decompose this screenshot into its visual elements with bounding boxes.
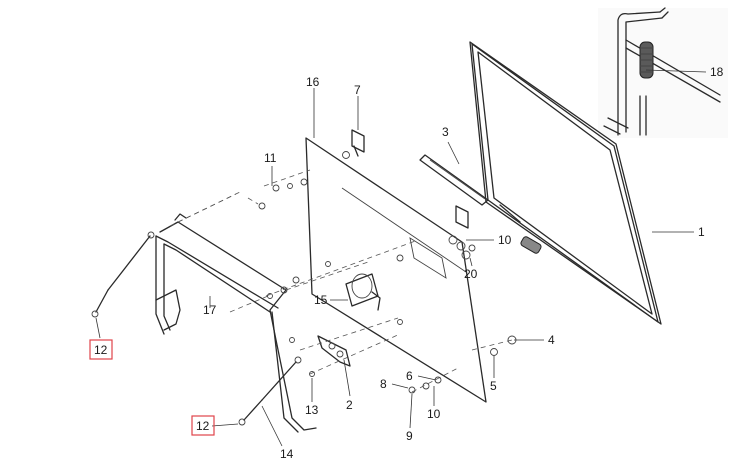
callout-5: 5 bbox=[490, 379, 497, 393]
inset-detail bbox=[598, 7, 728, 138]
callout-17: 17 bbox=[203, 303, 217, 317]
bracket bbox=[317, 335, 351, 367]
highlight-box-12-left bbox=[89, 339, 113, 360]
callout-7: 7 bbox=[354, 83, 361, 97]
highlight-box-12-right bbox=[191, 415, 215, 436]
callout-10-upper: 10 bbox=[498, 233, 512, 247]
callout-14: 14 bbox=[280, 447, 294, 461]
callout-6: 6 bbox=[406, 369, 413, 383]
gas-strut-right bbox=[238, 356, 302, 426]
callout-12-right: 12 bbox=[196, 419, 210, 433]
callout-10-lower: 10 bbox=[427, 407, 441, 421]
callout-9: 9 bbox=[406, 429, 413, 443]
tube-frame bbox=[155, 213, 317, 433]
callout-18: 18 bbox=[710, 65, 724, 79]
glass-panel bbox=[305, 137, 487, 403]
callout-20: 20 bbox=[464, 267, 478, 281]
callout-15: 15 bbox=[314, 293, 328, 307]
callout-1: 1 bbox=[698, 225, 705, 239]
assembly-lines bbox=[169, 169, 513, 393]
callout-16: 16 bbox=[306, 75, 320, 89]
hinge-cylinder bbox=[345, 273, 381, 311]
window-frame bbox=[469, 41, 662, 325]
strip bbox=[419, 154, 489, 206]
gas-strut-left bbox=[91, 231, 155, 318]
callout-13: 13 bbox=[305, 403, 319, 417]
callout-12-left: 12 bbox=[94, 343, 108, 357]
callout-8: 8 bbox=[380, 377, 387, 391]
latch-right bbox=[448, 205, 476, 260]
callout-3: 3 bbox=[442, 125, 449, 139]
leader-lines bbox=[95, 69, 707, 447]
callout-11: 11 bbox=[264, 151, 277, 165]
callout-2: 2 bbox=[346, 398, 353, 412]
latch-top bbox=[342, 129, 365, 159]
callout-4: 4 bbox=[548, 333, 555, 347]
